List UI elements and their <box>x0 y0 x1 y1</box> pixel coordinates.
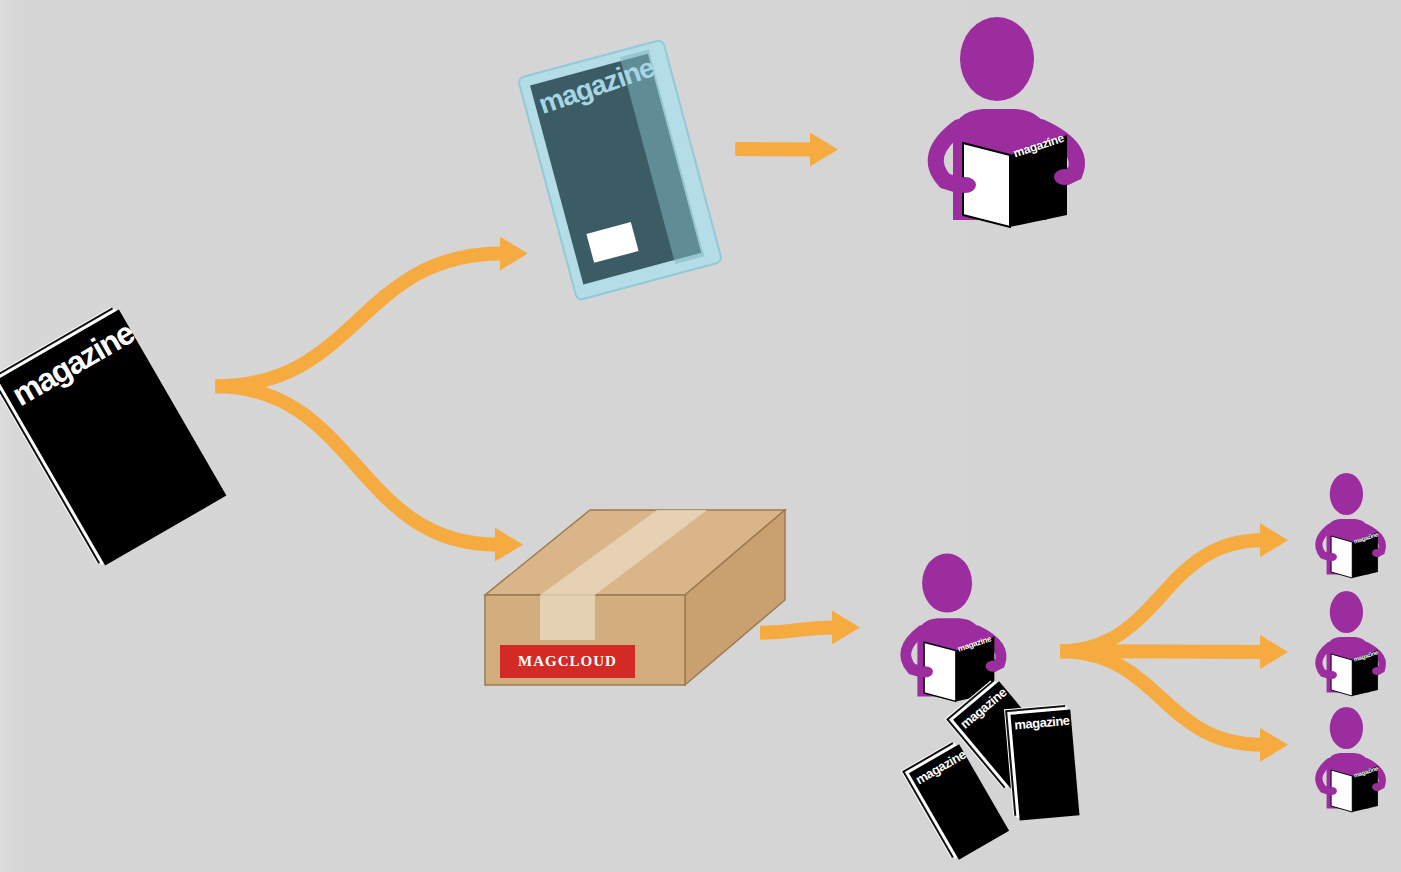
shipping-box: MAGCLOUD <box>485 505 785 685</box>
flow-arrow <box>760 627 834 632</box>
flow-arrow <box>1060 644 1262 659</box>
magazine-title: magazine <box>913 748 967 787</box>
person-hand <box>954 177 976 193</box>
person-hand <box>1327 787 1337 795</box>
magazine-title: magazine <box>7 316 139 411</box>
reader-figure: magazine <box>905 15 1105 225</box>
reader-figure: magazine <box>885 552 1020 700</box>
person-hand <box>1372 549 1382 557</box>
wrapped-magazine: magazine <box>518 40 722 301</box>
address-label <box>586 222 638 263</box>
person-figure <box>1305 472 1395 577</box>
packing-tape <box>540 510 707 595</box>
person-hand <box>986 661 1001 672</box>
person-figure <box>905 15 1105 225</box>
person-head <box>960 17 1034 101</box>
person-hand <box>1372 783 1382 791</box>
person-head <box>1330 473 1363 515</box>
brand-label-bg <box>500 645 635 678</box>
flow-arrow <box>1060 651 1262 745</box>
magazine: magazine <box>1010 710 1079 821</box>
magazine-title: magazine <box>1014 714 1070 732</box>
plastic-wrap <box>518 40 722 301</box>
person-hand <box>918 666 933 677</box>
box-front <box>485 595 685 685</box>
box-side <box>685 510 785 685</box>
person-head <box>922 553 972 612</box>
person-hand <box>1372 667 1382 675</box>
packing-tape <box>540 595 595 640</box>
person-head <box>1330 591 1363 633</box>
person-hand <box>1054 169 1076 185</box>
person-figure <box>1305 590 1395 695</box>
magazine: magazine <box>0 309 226 565</box>
flow-arrow <box>1060 540 1262 651</box>
person-hand <box>1327 553 1337 561</box>
person-figure <box>885 552 1020 700</box>
brand-label: MAGCLOUD <box>500 645 635 678</box>
reader-figure: magazine <box>1305 472 1395 577</box>
person-hand <box>1327 671 1337 679</box>
person-head <box>1330 707 1363 749</box>
flow-arrow <box>215 386 497 544</box>
flow-arrow <box>735 142 812 156</box>
person-figure <box>1305 706 1395 811</box>
reader-figure: magazine <box>1305 590 1395 695</box>
flow-arrow <box>215 254 501 387</box>
reader-figure: magazine <box>1305 706 1395 811</box>
